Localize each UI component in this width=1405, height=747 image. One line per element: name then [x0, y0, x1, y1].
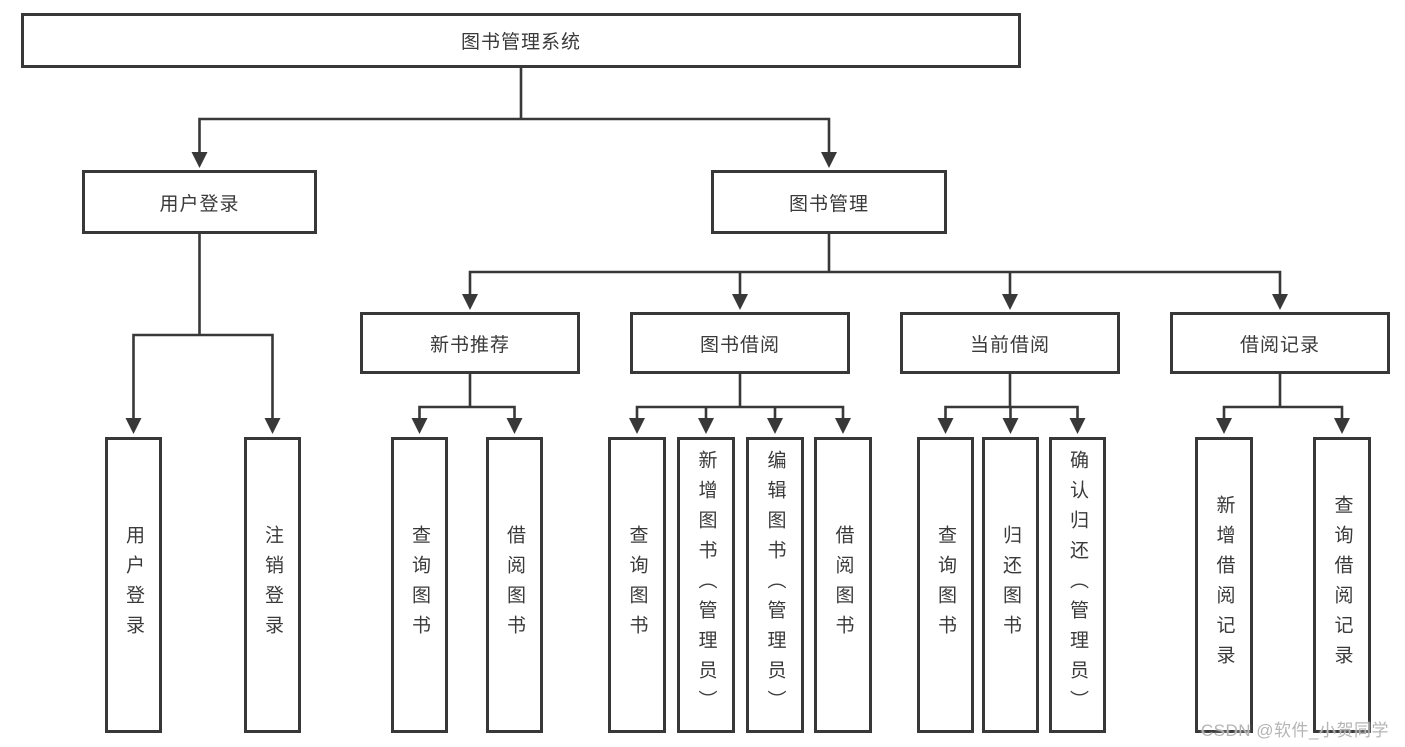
- node-borrowing-records: 借阅记录: [1170, 312, 1390, 374]
- connector-userlogin-to-leaves: [125, 234, 281, 434]
- leaf-borrow-books: 借阅图书: [814, 437, 872, 733]
- leaf-logout: 注销登录: [244, 437, 301, 733]
- connector-currentborrow-to-leaves: [937, 374, 1086, 434]
- connector-borrowrecords-to-leaves: [1216, 374, 1350, 434]
- leaf-add-borrow-record: 新增借阅记录: [1195, 437, 1253, 733]
- node-book-management: 图书管理: [711, 170, 947, 234]
- node-book-borrowing: 图书借阅: [630, 312, 850, 374]
- node-current-borrowing: 当前借阅: [900, 312, 1120, 374]
- connector-newbookrec-to-leaves: [411, 374, 523, 434]
- leaf-query-borrow-record: 查询借阅记录: [1313, 437, 1371, 733]
- connector-bookborrow-to-leaves: [629, 374, 851, 434]
- leaf-query-books-borrow: 查询图书: [608, 437, 666, 733]
- leaf-confirm-return-admin: 确认归还（管理员）: [1049, 437, 1106, 733]
- node-user-login: 用户登录: [82, 170, 317, 234]
- leaf-query-books-recommend: 查询图书: [391, 437, 448, 733]
- leaf-add-book-admin: 新增图书（管理员）: [677, 437, 735, 733]
- leaf-query-books-current: 查询图书: [917, 437, 974, 733]
- node-library-management-system: 图书管理系统: [21, 13, 1021, 68]
- connector-root-to-level2: [191, 68, 837, 168]
- leaf-borrow-books-recommend: 借阅图书: [486, 437, 543, 733]
- csdn-watermark: CSDN @软件_小贺同学: [1200, 721, 1389, 740]
- leaf-user-login: 用户登录: [105, 437, 162, 733]
- connector-bookmgmt-to-level3: [462, 234, 1288, 310]
- node-new-book-recommendation: 新书推荐: [360, 312, 580, 374]
- leaf-edit-book-admin: 编辑图书（管理员）: [746, 437, 804, 733]
- leaf-return-book: 归还图书: [982, 437, 1039, 733]
